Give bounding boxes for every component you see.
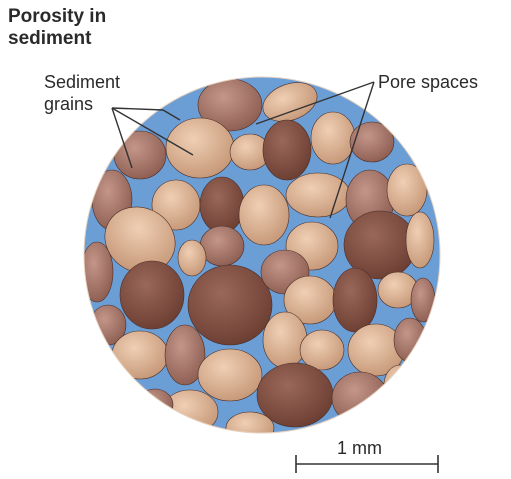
grain — [120, 261, 184, 329]
grain — [311, 112, 355, 164]
grain — [198, 349, 262, 401]
grain — [166, 118, 234, 178]
grain — [263, 312, 307, 368]
grain — [332, 372, 388, 424]
grain — [200, 226, 244, 266]
grain — [286, 173, 350, 217]
grain — [384, 365, 416, 405]
grain — [200, 177, 244, 233]
grain — [137, 389, 173, 421]
scale-bar-label: 1 mm — [337, 438, 382, 459]
grain — [394, 318, 426, 362]
grain — [411, 278, 435, 322]
grain — [226, 412, 274, 444]
grain — [81, 242, 113, 302]
grain — [263, 120, 311, 180]
grain — [333, 268, 377, 332]
grain — [387, 164, 427, 216]
grain — [178, 240, 206, 276]
grain — [112, 331, 168, 379]
grain — [300, 330, 344, 370]
grain — [239, 185, 289, 245]
grain — [406, 212, 434, 268]
grain — [188, 265, 272, 345]
